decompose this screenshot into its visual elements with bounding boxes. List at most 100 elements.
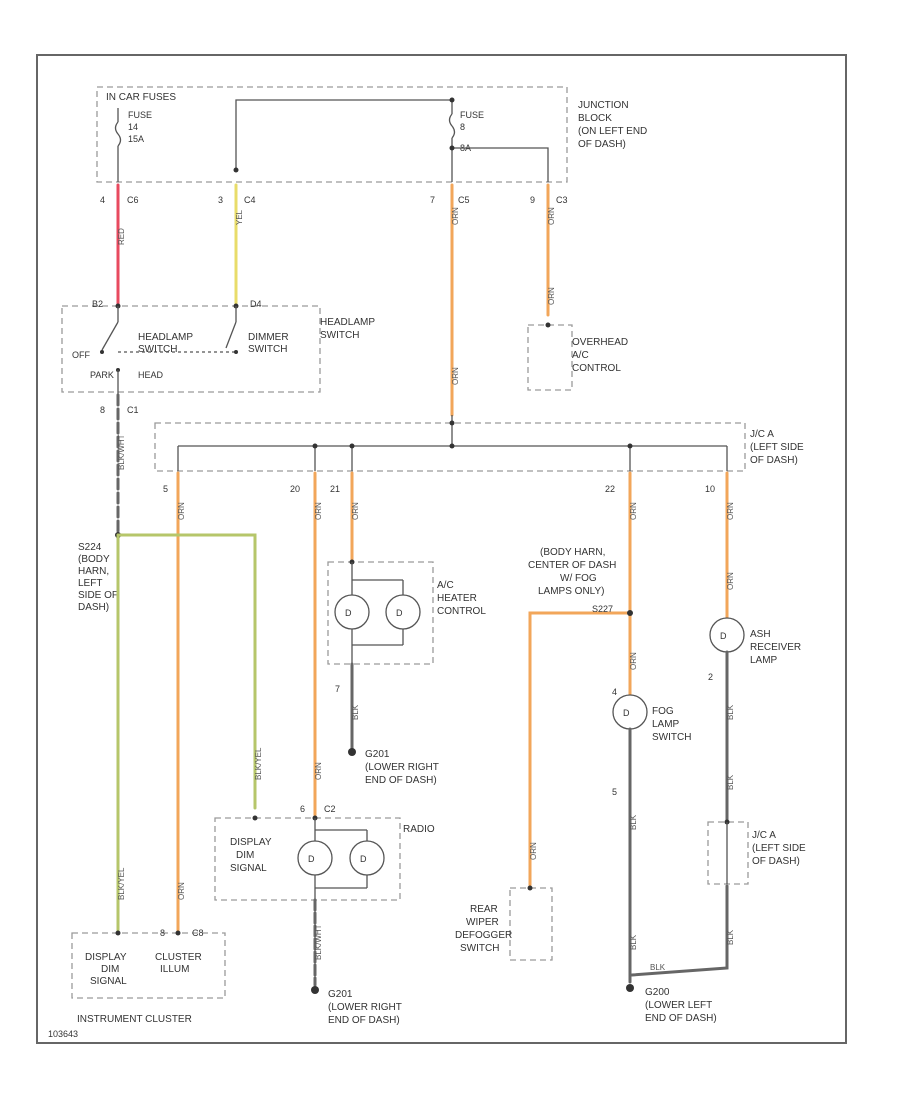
wire-black-ash-gnd [630,884,729,977]
wire-orange-rear-wiper [528,611,632,887]
pin-dim-in: D4 [250,299,262,309]
junction-block-box [96,86,568,183]
wire-black-fog-label: BLK [629,814,638,830]
pin-jca-5: 5 [163,484,168,494]
pin-ash-gnd: 2 [708,672,713,682]
wire-orange-cluster-label2: ORN [177,882,186,900]
pin-hs-in: B2 [92,299,103,309]
jc-a-lower-box [707,821,749,885]
pin-radio-conn: C2 [324,804,336,814]
wire-orange-main-label: ORN [451,207,460,225]
ash-receiver-lamp-icon [709,617,745,653]
pin-radio: 6 [300,804,305,814]
wire-green-cluster-label: BLK/YEL [117,867,126,900]
wire-black-ash-label2: BLK [726,774,735,790]
svg-text:D: D [720,631,727,641]
ash-lamp-label: ASH RECEIVER LAMP [750,629,804,666]
pin-fog-in: 4 [612,687,617,697]
jc-a-label: J/C A (LEFT SIDE OF DASH) [750,429,807,466]
radio-label: RADIO [403,824,435,835]
svg-text:D: D [308,854,315,864]
ac-heater-box [327,561,434,665]
display-dim-label: DISPLAY DIM SIGNAL [230,837,274,874]
pin-s227: S227 [592,604,613,614]
wire-black-radio-gnd-label: BLK/WHT [314,924,323,960]
instrument-cluster-label: INSTRUMENT CLUSTER [77,1014,192,1025]
pin-hs-out: 8 [100,405,105,415]
pin-jb-far: 9 [530,195,535,205]
g200-icon [626,984,634,992]
g201-top-icon [348,748,356,756]
wire-black-ac-gnd-label: BLK [351,704,360,720]
overhead-ac-box [527,324,573,391]
pin-jca-21: 21 [330,484,340,494]
hs-pos-head: HEAD [138,370,164,380]
internal-bus-right [452,147,549,182]
junction-block-label: JUNCTION BLOCK (ON LEFT END OF DASH) [578,100,650,150]
headlamp-switch-contacts [100,303,239,395]
wire-orange-ash-label: ORN [726,502,735,520]
wire-black-hs-label: BLK/WHT [117,434,126,470]
pin-cluster: 8 [160,928,165,938]
svg-text:D: D [345,608,352,618]
pin-cluster-conn: C8 [192,928,204,938]
fuse-left-symbol [114,108,122,182]
instrument-cluster-box [71,932,226,999]
pin-fog-gnd: 5 [612,787,617,797]
dimmer-switch-label: DIMMER SWITCH [248,332,291,355]
wire-orange-radio-label2: ORN [314,762,323,780]
pin-jb-right: 7 [430,195,435,205]
g201-bottom-label: G201 (LOWER RIGHT END OF DASH) [328,989,405,1026]
svg-text:D: D [360,854,367,864]
cluster-illum-label: CLUSTER ILLUM [155,952,204,975]
wire-orange-fog-label: ORN [629,502,638,520]
pin-ac-gnd: 7 [335,684,340,694]
wire-black-g200-label: BLK [650,963,666,972]
rear-wiper-label: REAR WIPER DEFOGGER SWITCH [455,904,515,954]
hs-pos-park: PARK [90,370,114,380]
radio-box [214,817,401,901]
ac-lamp-2-icon [385,594,421,630]
radio-lamps: D D [252,815,385,900]
s224-label: S224 (BODY HARN, LEFT SIDE OF DASH) [78,542,121,613]
pin-jca-22: 22 [605,484,615,494]
wire-orange-overhead-label2: ORN [547,287,556,305]
radio-lamp-2-icon [349,840,385,876]
wire-orange-rear-wiper-label: ORN [529,842,538,860]
wire-orange-fog-label2: ORN [629,652,638,670]
rear-wiper-box [509,887,553,961]
fog-lamp-switch-icon [612,694,648,730]
jc-a-bus [177,415,728,471]
diagram-border [36,54,847,1044]
fog-lamp-label: FOG LAMP SWITCH [652,706,691,743]
fuse-left-label: FUSE 14 15A [128,110,155,144]
wire-orange-ash-label2: ORN [726,572,735,590]
wire-orange-radio-label: ORN [314,502,323,520]
pin-jb-mid-conn: C4 [244,195,256,205]
wire-green-radio-label: BLK/YEL [254,747,263,780]
wire-orange-main-label2: ORN [451,367,460,385]
wire-orange-overhead-label: ORN [547,207,556,225]
hs-inner-label: HEADLAMP SWITCH [138,332,196,355]
wire-black-ash-gnd-label: BLK [726,929,735,945]
pin-jb-right-conn: C5 [458,195,470,205]
wire-black-ash-label: BLK [726,704,735,720]
g200-label: G200 (LOWER LEFT END OF DASH) [645,987,717,1024]
pin-hs-out-conn: C1 [127,405,139,415]
pin-jb-mid: 3 [218,195,223,205]
radio-lamp-1-icon [297,840,333,876]
pin-jb-left: 4 [100,195,105,205]
internal-bus [235,99,452,170]
jc-a-lower-label: J/C A (LEFT SIDE OF DASH) [752,830,809,867]
wire-orange-cluster-label: ORN [177,502,186,520]
wire-orange-ac-label: ORN [351,502,360,520]
underhood-fuses-label: IN CAR FUSES [106,92,176,103]
figure-code: 103643 [48,1029,78,1039]
wire-yellow-label: YEL [235,209,244,225]
g201-top-label: G201 (LOWER RIGHT END OF DASH) [365,749,442,786]
ac-lamp-1-icon [334,594,370,630]
cluster-display-label: DISPLAY DIM SIGNAL [85,952,129,987]
svg-text:D: D [623,708,630,718]
svg-text:D: D [396,608,403,618]
